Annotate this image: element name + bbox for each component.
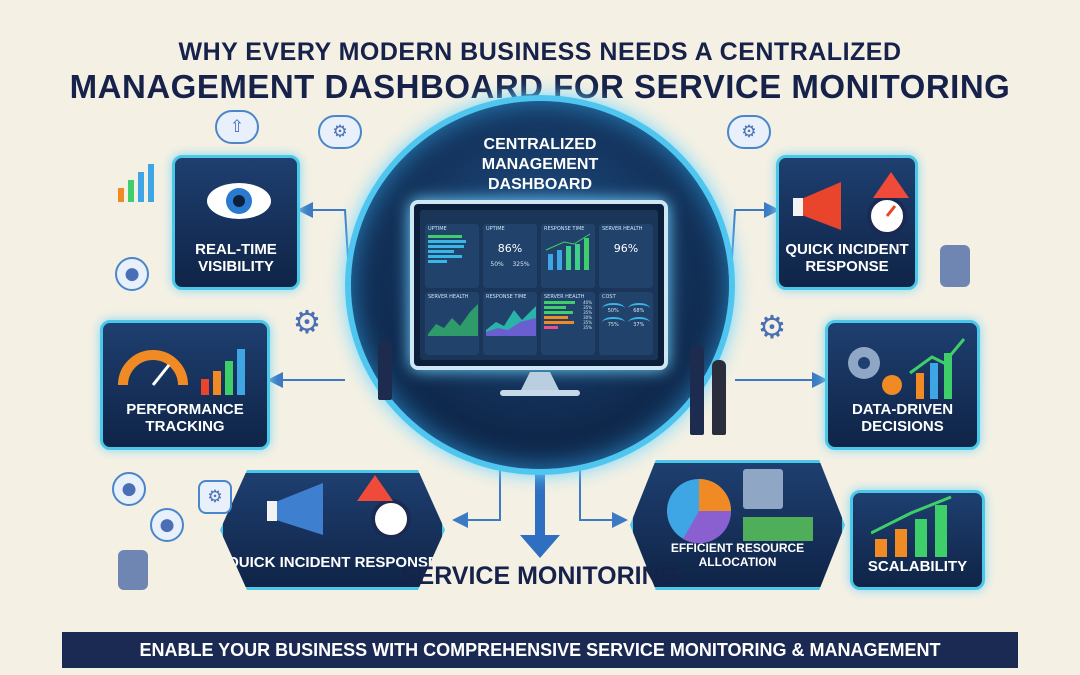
card-label: REAL-TIME VISIBILITY: [195, 241, 277, 275]
central-title: CENTRALIZED MANAGEMENT DASHBOARD: [481, 136, 599, 193]
cost-gauge-value: 50%: [602, 302, 625, 314]
cloud-upload-icon: ⇧: [215, 110, 259, 144]
service-monitoring-label: SERVICE MONITORING: [400, 562, 680, 590]
area-chart: [486, 305, 536, 336]
database-icon: [940, 245, 970, 287]
panel-label: UPTIME: [486, 226, 505, 232]
card-performance-tracking: PERFORMANCE TRACKING: [100, 320, 270, 450]
panel-label: UPTIME: [428, 226, 447, 232]
presenter-figure: [690, 345, 704, 435]
card-label: PERFORMANCE TRACKING: [126, 401, 244, 435]
user-icon: ●: [112, 472, 146, 506]
bar-value: 30%: [583, 314, 592, 320]
uptime-value: 86%: [497, 242, 523, 255]
panel-label: SERVER HEALTH: [602, 226, 643, 232]
uptime-sub-2: 325%: [512, 261, 530, 268]
card-real-time-visibility: REAL-TIME VISIBILITY: [172, 155, 300, 290]
gauge-bar-chart-icon: [118, 349, 245, 395]
card-efficient-resource-allocation: EFFICIENT RESOURCE ALLOCATION: [630, 460, 845, 590]
bar-value: 35%: [583, 309, 592, 315]
panel-cost: COST 50% 68% 75% 37%: [599, 291, 653, 355]
megaphone-icon: [267, 475, 411, 539]
bar-chart-icon: [545, 233, 591, 270]
bar-chart-icon: [118, 164, 154, 202]
panel-uptime-bars: UPTIME: [425, 224, 479, 288]
cost-gauge-value: 68%: [627, 302, 650, 314]
panel-label: SERVER HEALTH: [544, 293, 585, 300]
presenter-figure: [378, 340, 392, 400]
gears-growth-chart-icon: [848, 338, 966, 399]
bar-value: 35%: [583, 304, 592, 310]
uptime-sub-1: 50%: [490, 261, 504, 268]
cost-gauge-value: 37%: [627, 316, 650, 328]
gear-check-icon: ⚙: [757, 308, 787, 346]
card-label: QUICK INCIDENT RESPONSE: [227, 554, 438, 571]
panel-server-health-gauge: SERVER HEALTH 96%: [599, 224, 653, 288]
area-chart: [428, 303, 478, 336]
pie-chart-money-icon: [667, 469, 813, 544]
bar-value: 40%: [583, 299, 592, 305]
user-icon: ●: [115, 257, 149, 291]
cost-gauge-value: 75%: [602, 316, 625, 328]
server-health-value: 96%: [613, 242, 639, 255]
card-label: DATA-DRIVEN DECISIONS: [851, 401, 954, 435]
monitor-stand: [520, 372, 560, 392]
settings-icon: ⚙: [198, 480, 232, 514]
panel-server-health-area: SERVER HEALTH: [425, 291, 479, 355]
card-data-driven-decisions: DATA-DRIVEN DECISIONS: [825, 320, 980, 450]
card-quick-incident-response-bottom: QUICK INCIDENT RESPONSE: [220, 470, 445, 590]
monitor-base: [500, 390, 580, 396]
panel-response-time-bars: RESPONSE TIME: [541, 224, 595, 288]
cloud-gear-icon: ⚙: [727, 115, 771, 149]
cloud-gear-icon: ⚙: [318, 115, 362, 149]
eye-icon: [207, 183, 271, 219]
card-scalability: SCALABILITY: [850, 490, 985, 590]
growth-chart-icon: [871, 495, 952, 557]
card-label: QUICK INCIDENT RESPONSE: [785, 241, 909, 275]
title-line-1: WHY EVERY MODERN BUSINESS NEEDS A CENTRA…: [178, 38, 902, 66]
card-quick-incident-response-top: QUICK INCIDENT RESPONSE: [776, 155, 918, 290]
footer-banner: ENABLE YOUR BUSINESS WITH COMPREHENSIVE …: [62, 632, 1018, 668]
gear-icon: ⚙: [292, 303, 322, 341]
user-icon: ●: [150, 508, 184, 542]
panel-response-time-area: RESPONSE TIME: [483, 291, 537, 355]
panel-label: RESPONSE TIME: [544, 226, 585, 232]
dashboard-screen: UPTIME UPTIME 86% 50%325% RESPONSE TIME …: [420, 210, 658, 360]
panel-server-health-bars: SERVER HEALTH 40% 35% 35% 30% 35% 35%: [541, 291, 595, 355]
panel-uptime-gauge: UPTIME 86% 50% 325%: [483, 224, 537, 288]
card-label: SCALABILITY: [867, 558, 968, 575]
bar-value: 35%: [583, 319, 592, 325]
panel-label: SERVER HEALTH: [428, 293, 469, 300]
card-label: EFFICIENT RESOURCE ALLOCATION: [670, 541, 805, 569]
dashboard-monitor: UPTIME UPTIME 86% 50%325% RESPONSE TIME …: [410, 200, 668, 370]
bar-value: 35%: [583, 324, 592, 330]
panel-label: COST: [602, 293, 616, 300]
panel-label: RESPONSE TIME: [486, 293, 527, 300]
database-icon: [118, 550, 148, 590]
presenter-figure: [712, 360, 726, 435]
megaphone-icon: [793, 172, 909, 236]
